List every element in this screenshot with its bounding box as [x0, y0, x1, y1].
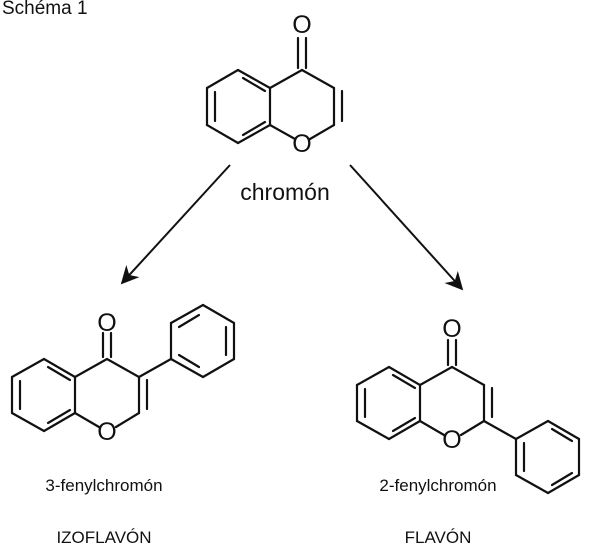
flavone-structure: O O — [355, 315, 581, 495]
flavone-class-name: FLAVÓN — [405, 528, 472, 547]
ring-oxygen-label: O — [97, 418, 116, 446]
carbonyl-oxygen-label: O — [442, 315, 461, 343]
arrow-to-isoflavone — [120, 164, 231, 285]
carbonyl-oxygen-label: O — [292, 11, 311, 39]
ring-oxygen-label: O — [442, 426, 461, 454]
carbonyl-oxygen-label: O — [97, 309, 116, 337]
flavone-name: 2-fenylchromón — [379, 476, 496, 495]
ring-oxygen-label: O — [292, 130, 311, 158]
chromone-name: chromón — [240, 179, 329, 205]
arrow-to-flavone — [349, 164, 464, 291]
isoflavone-structure: O O — [10, 303, 236, 446]
scheme-title: Schéma 1 — [2, 0, 88, 19]
chromone-structure: O O — [205, 11, 344, 158]
isoflavone-name: 3-fenylchromón — [45, 476, 162, 495]
isoflavone-class-name: IZOFLAVÓN — [56, 528, 151, 547]
